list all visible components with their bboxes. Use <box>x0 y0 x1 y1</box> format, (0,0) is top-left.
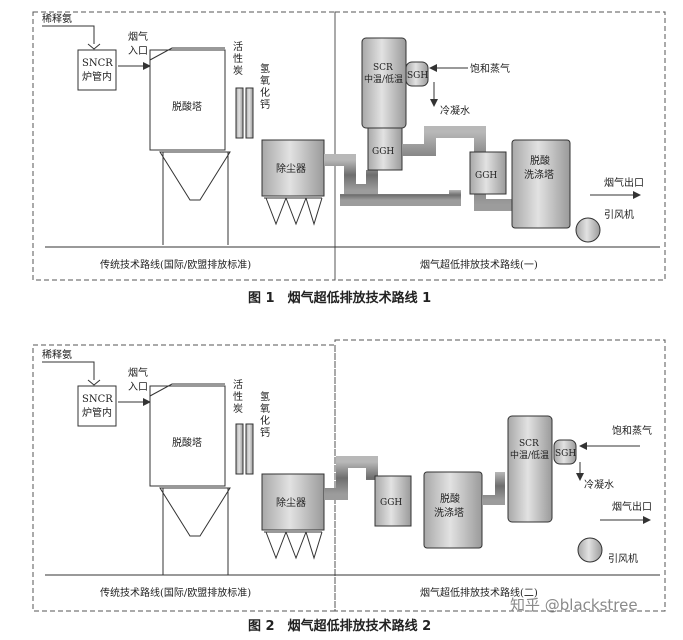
deacid-tower-label: 脱酸塔 <box>172 100 202 113</box>
carbon-label-1: 活 <box>233 41 243 53</box>
dust-hoppers <box>264 197 323 226</box>
ggh-a-label: GGH <box>372 147 394 157</box>
sncr-nozzle <box>87 43 101 50</box>
sgh-label: SGH <box>407 71 428 81</box>
sgh-label-2: SGH <box>555 449 576 459</box>
pipe-2a <box>324 456 378 500</box>
ggh-label-2: GGH <box>380 498 402 508</box>
flue-out-label: 烟气出口 <box>604 176 644 189</box>
scr-label-2a: SCR <box>519 439 539 449</box>
flue-inlet-label-1: 烟气 <box>128 30 148 43</box>
ammonia-line <box>42 25 95 44</box>
carbon-label-2a: 活 <box>233 379 243 391</box>
figure-1-caption: 图 1 烟气超低排放技术路线 1 <box>248 290 431 306</box>
caoh-label-2d: 钙 <box>260 426 270 439</box>
figure-1: 稀释氨 SNCR 炉管内 烟气 入口 脱酸塔 活 性 炭 氢 氧 化 钙 除尘器 <box>32 11 666 306</box>
steam-label-2: 饱和蒸气 <box>612 424 652 437</box>
dust-hoppers-2 <box>264 531 323 560</box>
pipe-1c <box>340 190 461 206</box>
route-left-label: 传统技术路线(国际/欧盟排放标准) <box>100 258 251 271</box>
scrubber-label-2b: 洗涤塔 <box>434 506 464 519</box>
sgh-unit <box>405 61 429 87</box>
route-ultralow-box <box>334 11 666 281</box>
caoh-label-1: 氢 <box>260 62 270 75</box>
sncr-label-1: SNCR <box>82 58 113 69</box>
route-ultralow-box-2 <box>334 339 666 612</box>
route-traditional-box <box>32 11 336 281</box>
ggh-2 <box>374 475 412 527</box>
scrubber <box>511 139 571 229</box>
watermark: 知乎 @blackstree <box>510 596 638 614</box>
scrubber-label-2: 洗涤塔 <box>524 168 554 181</box>
caoh-label-4: 钙 <box>260 98 270 111</box>
deacid-tower-label-2: 脱酸塔 <box>172 436 202 449</box>
carbon-label-2b: 性 <box>233 390 243 403</box>
deacid-tower-hood <box>149 47 225 61</box>
dust-collector <box>261 139 325 197</box>
fan-1 <box>575 217 601 243</box>
sncr-box <box>77 49 117 91</box>
carbon-feeder-2a <box>235 423 244 475</box>
sncr-label-2b: 炉管内 <box>82 406 112 419</box>
carbon-feeder-2b <box>245 423 254 475</box>
ggh-b <box>469 151 507 195</box>
route-left-label-2: 传统技术路线(国际/欧盟排放标准) <box>100 586 251 599</box>
route-right-label-2: 烟气超低排放技术路线(二) <box>420 586 538 599</box>
carbon-label-2c: 炭 <box>233 403 243 415</box>
deacid-tower-2 <box>149 385 226 487</box>
caoh-label-2c: 化 <box>260 414 270 427</box>
carbon-feeder <box>235 87 244 139</box>
figure-2: 稀释氨 SNCR 炉管内 烟气 入口 脱酸塔 活 性 炭 氢 氧 化 钙 除尘器… <box>32 339 666 634</box>
dust-collector-label-2: 除尘器 <box>276 496 306 509</box>
caoh-label-2b: 氧 <box>260 402 270 415</box>
steam-label: 饱和蒸气 <box>470 62 510 75</box>
deacid-tower <box>149 49 226 151</box>
pipe-1b <box>402 126 560 211</box>
sgh-unit-2 <box>553 439 577 465</box>
carbon-label-2: 性 <box>233 52 243 65</box>
scr-label-2: 中温/低温 <box>364 73 403 85</box>
figure-2-caption: 图 2 烟气超低排放技术路线 2 <box>248 618 431 634</box>
scr-label-1: SCR <box>373 63 393 73</box>
sncr-box-2 <box>77 385 117 427</box>
deacid-tower-hood-2 <box>149 383 225 397</box>
pipe-1a <box>324 154 378 196</box>
fan-2 <box>577 537 603 563</box>
dust-collector-label: 除尘器 <box>276 162 306 175</box>
flue-inlet-label-2a: 烟气 <box>128 366 148 379</box>
deacid-hopper-2 <box>159 487 231 537</box>
ammonia-label-2: 稀释氨 <box>42 348 72 361</box>
scrubber-label-1: 脱酸 <box>530 154 550 167</box>
flue-out-label-2: 烟气出口 <box>612 500 652 513</box>
ggh-a <box>367 127 403 171</box>
fan-label-2: 引风机 <box>608 552 638 565</box>
caoh-label-2: 氧 <box>260 74 270 87</box>
caoh-label-3: 化 <box>260 86 270 99</box>
scrubber-label-2a: 脱酸 <box>440 492 460 505</box>
flue-inlet-label-2: 入口 <box>128 46 148 57</box>
condensate-label: 冷凝水 <box>440 104 470 117</box>
flue-inlet-label-2b: 入口 <box>128 382 148 393</box>
scr-label-2b: 中温/低温 <box>510 449 549 461</box>
deacid-hopper <box>159 151 231 201</box>
route-right-label: 烟气超低排放技术路线(一) <box>420 258 538 271</box>
sncr-label-2a: SNCR <box>82 394 113 405</box>
fan-label: 引风机 <box>604 208 634 221</box>
carbon-feeder-2 <box>245 87 254 139</box>
carbon-label-3: 炭 <box>233 65 243 77</box>
caoh-label-2a: 氢 <box>260 390 270 403</box>
ggh-b-label: GGH <box>475 171 497 181</box>
pipe-2c <box>482 472 505 505</box>
sncr-label-2: 炉管内 <box>82 70 112 83</box>
ammonia-line-2 <box>42 361 95 380</box>
dust-collector-2 <box>261 473 325 531</box>
condensate-label-2: 冷凝水 <box>584 478 614 491</box>
scr-reactor-2 <box>507 415 553 523</box>
ammonia-label: 稀释氨 <box>42 12 72 25</box>
sncr-nozzle-2 <box>87 379 101 386</box>
